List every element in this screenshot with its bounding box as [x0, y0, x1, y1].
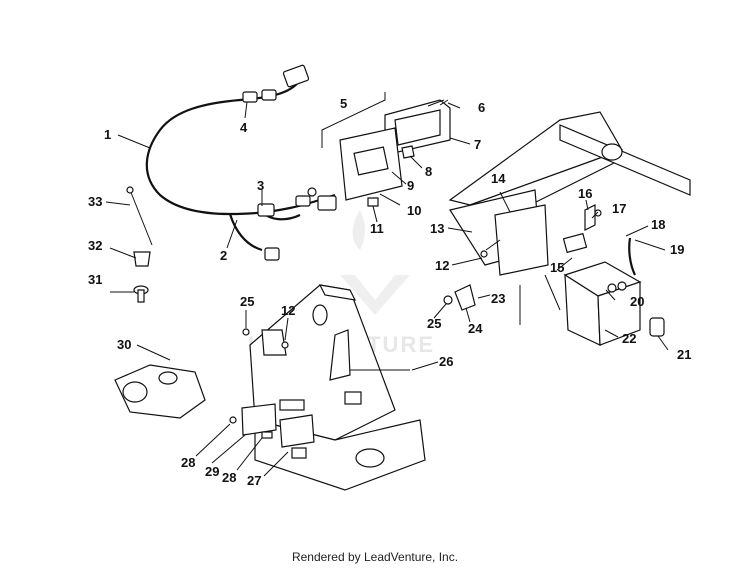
leader-lines [105, 101, 669, 477]
callout-23: 23 [491, 291, 505, 306]
callout-31: 31 [88, 272, 102, 287]
callout-4: 4 [240, 120, 248, 135]
frame-rails [448, 111, 691, 325]
fender-panel [249, 284, 426, 491]
callout-30: 30 [117, 337, 131, 352]
callout-33: 33 [88, 194, 102, 209]
callout-13: 13 [430, 221, 444, 236]
callout-21: 21 [677, 347, 691, 362]
callout-14: 14 [491, 171, 506, 186]
callout-11: 11 [370, 221, 384, 236]
callout-27: 27 [247, 473, 261, 488]
callout-5: 5 [340, 96, 347, 111]
callout-24: 24 [468, 321, 483, 336]
callout-15: 15 [550, 260, 564, 275]
callout-3: 3 [257, 178, 264, 193]
footer-credit: Rendered by LeadVenture, Inc. [291, 550, 459, 564]
callout-20: 20 [630, 294, 644, 309]
callout-12-upper: 12 [435, 258, 449, 273]
callout-16: 16 [578, 186, 592, 201]
battery-parts [562, 204, 665, 346]
callout-7: 7 [474, 137, 481, 152]
callouts: 1 2 3 4 5 6 7 8 9 10 11 12 12 13 14 15 1… [88, 96, 691, 488]
wiring-harness [145, 64, 364, 261]
callout-12-lower: 12 [281, 303, 295, 318]
callout-28-upper: 28 [181, 455, 195, 470]
callout-6: 6 [478, 100, 485, 115]
callout-26: 26 [439, 354, 453, 369]
hardware [242, 99, 501, 336]
callout-9: 9 [407, 178, 414, 193]
left-parts [114, 186, 206, 419]
callout-32: 32 [88, 238, 102, 253]
callout-2: 2 [220, 248, 227, 263]
callout-18: 18 [651, 217, 665, 232]
callout-28-lower: 28 [222, 470, 236, 485]
callout-10: 10 [407, 203, 421, 218]
callout-25-upper: 25 [240, 294, 254, 309]
modules [229, 403, 315, 459]
callout-8: 8 [425, 164, 432, 179]
callout-19: 19 [670, 242, 684, 257]
callout-1: 1 [104, 127, 111, 142]
callout-29: 29 [205, 464, 219, 479]
callout-22: 22 [622, 331, 636, 346]
callout-17: 17 [612, 201, 626, 216]
taillight-assembly [321, 92, 451, 207]
callout-25-lower: 25 [427, 316, 441, 331]
